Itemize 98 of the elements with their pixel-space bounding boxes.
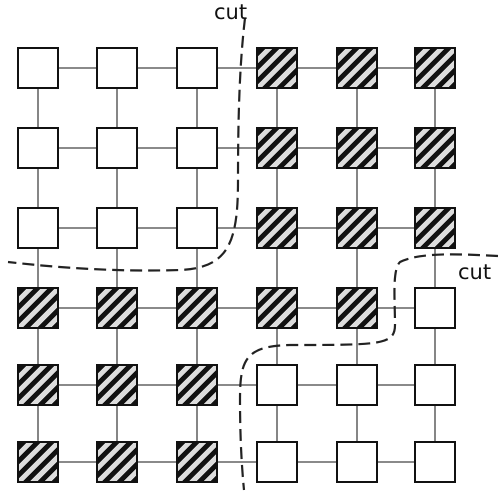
grid-line: [276, 169, 278, 207]
hatched-square: [336, 207, 378, 249]
cut-label: cut: [458, 262, 492, 283]
grid-line: [356, 329, 358, 364]
grid-line: [298, 67, 336, 69]
grid-line: [378, 307, 414, 309]
grid-line: [218, 67, 256, 69]
grid-line: [59, 384, 96, 386]
hatched-square: [176, 441, 218, 483]
hatched-square: [17, 287, 59, 329]
square-node: [336, 364, 378, 406]
square-node: [176, 47, 218, 89]
hatched-square: [256, 127, 298, 169]
grid-line: [59, 307, 96, 309]
grid-line: [378, 461, 414, 463]
hatched-square: [96, 364, 138, 406]
grid-line: [59, 147, 96, 149]
grid-line: [276, 89, 278, 127]
hatched-square: [256, 47, 298, 89]
grid-line: [196, 249, 198, 287]
grid-line: [37, 406, 39, 441]
square-node: [176, 207, 218, 249]
grid-line: [59, 461, 96, 463]
square-node: [414, 364, 456, 406]
grid-line: [116, 249, 118, 287]
square-node: [96, 127, 138, 169]
grid-line: [218, 307, 256, 309]
grid-line: [218, 461, 256, 463]
square-node: [96, 207, 138, 249]
grid-line: [434, 89, 436, 127]
square-node: [256, 364, 298, 406]
hatched-square: [414, 47, 456, 89]
grid-line: [138, 67, 176, 69]
square-node: [176, 127, 218, 169]
grid-line: [356, 89, 358, 127]
square-node: [17, 207, 59, 249]
hatched-square: [256, 207, 298, 249]
grid-line: [218, 384, 256, 386]
grid-line: [378, 67, 414, 69]
square-node: [96, 47, 138, 89]
grid-line: [138, 461, 176, 463]
square-node: [414, 441, 456, 483]
grid-line: [356, 169, 358, 207]
grid-line: [116, 329, 118, 364]
grid-line: [298, 461, 336, 463]
grid-line: [196, 406, 198, 441]
hatched-square: [336, 127, 378, 169]
grid-line: [116, 169, 118, 207]
square-node: [414, 287, 456, 329]
grid-line: [59, 67, 96, 69]
grid-line: [434, 169, 436, 207]
grid-line: [59, 227, 96, 229]
hatched-square: [414, 127, 456, 169]
grid-line: [37, 89, 39, 127]
hatched-square: [176, 287, 218, 329]
grid-line: [378, 384, 414, 386]
grid-line: [276, 329, 278, 364]
grid-line: [434, 406, 436, 441]
grid-line: [378, 227, 414, 229]
hatched-square: [336, 287, 378, 329]
hatched-square: [256, 287, 298, 329]
grid-line: [298, 384, 336, 386]
grid-line: [378, 147, 414, 149]
grid-line: [276, 249, 278, 287]
hatched-square: [96, 287, 138, 329]
square-node: [256, 441, 298, 483]
grid-line: [434, 329, 436, 364]
grid-line: [138, 227, 176, 229]
grid-line: [138, 307, 176, 309]
hatched-square: [17, 364, 59, 406]
grid-line: [116, 89, 118, 127]
hatched-square: [96, 441, 138, 483]
square-node: [17, 47, 59, 89]
square-node: [17, 127, 59, 169]
grid-line: [37, 249, 39, 287]
hatched-square: [336, 47, 378, 89]
grid-line: [276, 406, 278, 441]
grid-line: [298, 307, 336, 309]
grid-line: [196, 89, 198, 127]
grid-line: [298, 227, 336, 229]
hatched-square: [176, 364, 218, 406]
grid-line: [138, 147, 176, 149]
grid-line: [218, 147, 256, 149]
grid-line: [138, 384, 176, 386]
cut-label: cut: [214, 2, 248, 23]
grid-line: [218, 227, 256, 229]
grid-line: [37, 169, 39, 207]
grid-line: [356, 249, 358, 287]
grid-line: [196, 169, 198, 207]
grid-line: [196, 329, 198, 364]
hatched-square: [17, 441, 59, 483]
hatched-square: [414, 207, 456, 249]
grid-line: [37, 329, 39, 364]
grid-line: [116, 406, 118, 441]
square-node: [336, 441, 378, 483]
grid-line: [298, 147, 336, 149]
grid-line: [356, 406, 358, 441]
grid-line: [434, 249, 436, 287]
